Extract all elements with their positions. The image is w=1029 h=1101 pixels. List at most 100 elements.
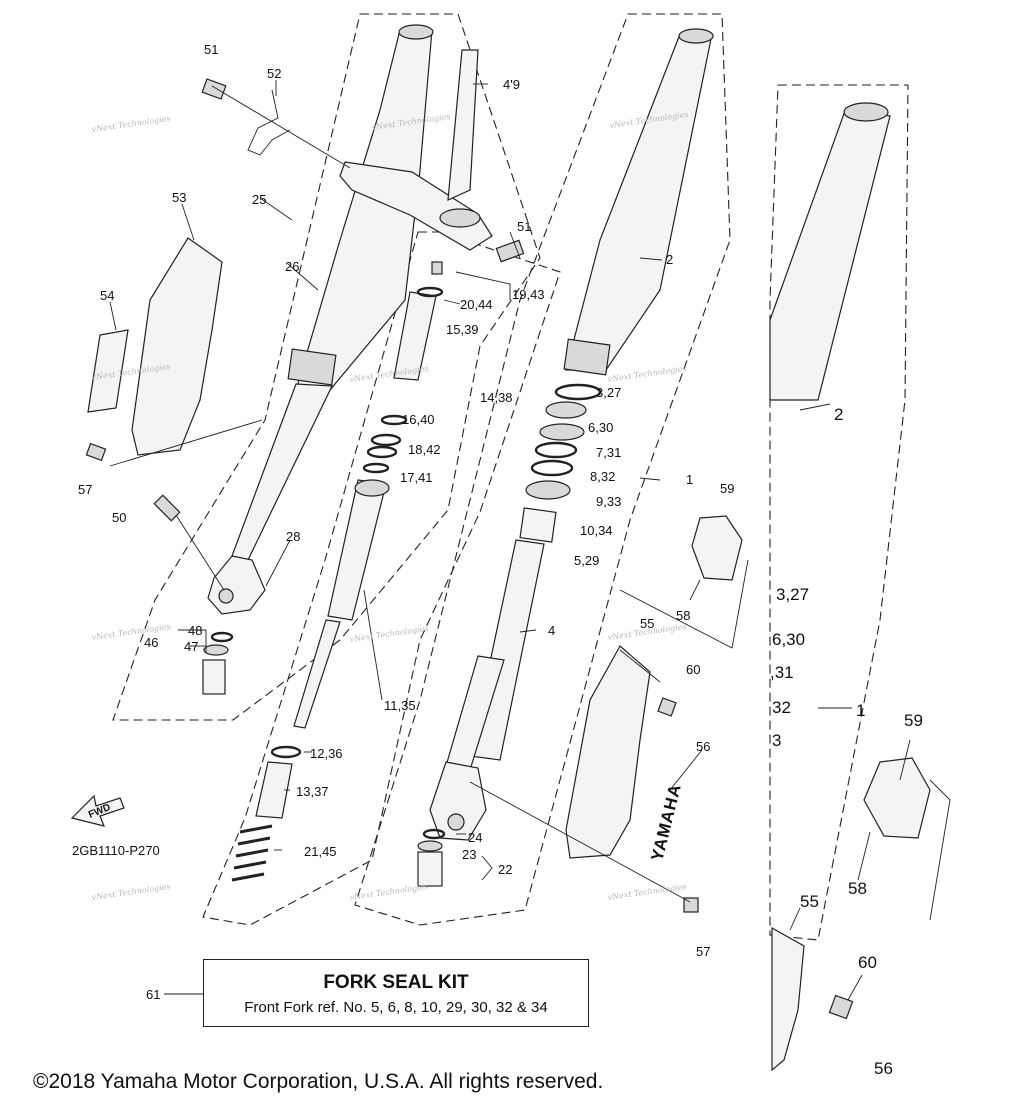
callout: 55 (800, 892, 819, 911)
guard-56 (565, 645, 651, 859)
callout: 58 (676, 608, 690, 623)
callout: 2 (666, 252, 673, 267)
bushing-3-27 (554, 383, 602, 401)
ring-18-42b (366, 445, 398, 459)
callout: 22 (498, 862, 512, 877)
callout: 1 (856, 701, 865, 720)
callout: 58 (848, 879, 867, 898)
callout: 16,40 (402, 412, 435, 427)
triple-clamp-bore (439, 208, 481, 228)
callout: 59 (904, 711, 923, 730)
callout: 11,35 (384, 698, 416, 713)
guard-55-right (771, 926, 805, 1072)
spring-seat-13-37 (255, 761, 293, 819)
fork-seal-kit-box: FORK SEAL KIT Front Fork ref. No. 5, 6, … (203, 959, 589, 1027)
seal-8-32 (534, 441, 578, 459)
callout: 8,32 (590, 469, 615, 484)
watermark-12: vNext Technologies (607, 882, 687, 902)
axle-hole-28 (218, 588, 234, 604)
watermark-7: vNext Technologies (91, 622, 171, 642)
callout: 2 (834, 405, 843, 424)
callout: ,31 (770, 663, 794, 682)
ring-16-40 (380, 414, 408, 426)
callout: 14,38 (480, 390, 513, 405)
damper-rod (293, 619, 341, 729)
watermark-10: vNext Technologies (91, 882, 171, 902)
outer-tube-top-2 (678, 28, 714, 44)
callout: 4 (548, 623, 555, 638)
outer-tube-band-26 (287, 348, 337, 386)
callout: 54 (100, 288, 114, 303)
callout: 10,34 (580, 523, 613, 538)
callout: 47 (184, 639, 198, 654)
bracket-52 (247, 89, 291, 156)
watermark-8: vNext Technologies (349, 624, 429, 644)
callout: 6,30 (588, 420, 613, 435)
bracket-59-right (863, 757, 931, 839)
callout: 24 (468, 830, 482, 845)
callout: 50 (112, 510, 126, 525)
callout: 3,27 (596, 385, 621, 400)
washer-48 (210, 631, 234, 643)
decal-54 (87, 329, 129, 413)
callout: 25 (252, 192, 266, 207)
callout: 18,42 (408, 442, 441, 457)
outer-tube-2-right (769, 107, 891, 401)
group-outline-11 (202, 231, 561, 926)
callout: 28 (286, 529, 300, 544)
washer-7-31 (539, 423, 585, 441)
callout: 23 (462, 847, 476, 862)
outer-tube-band-2 (563, 338, 611, 376)
callout: 1 (686, 472, 693, 487)
callout: 7,31 (596, 445, 621, 460)
cartridge-cap (354, 479, 390, 497)
callout: 60 (858, 953, 877, 972)
group-outline-1 (354, 13, 731, 926)
callout: 3,27 (776, 585, 809, 604)
callout: 60 (686, 662, 700, 677)
bolt-50 (153, 494, 181, 522)
cartridge-tube-11 (327, 479, 387, 621)
bolt-51-right (495, 239, 525, 263)
callout: 61 (146, 987, 160, 1002)
bolt-51 (201, 78, 227, 100)
callout: 26 (285, 259, 299, 274)
group-outline-1-right (769, 84, 909, 941)
callout: 3 (772, 731, 781, 750)
bolt-57-left (85, 442, 107, 462)
watermark-1: vNext Technologies (91, 114, 171, 134)
kit-title: FORK SEAL KIT (323, 972, 469, 993)
callout: 46 (144, 635, 158, 650)
outer-tube-top-2-right (843, 102, 889, 122)
callout: 53 (172, 190, 186, 205)
watermark-5: vNext Technologies (349, 364, 429, 384)
callout: 20,44 (460, 297, 493, 312)
callout: 5,29 (574, 553, 599, 568)
washer-24 (422, 828, 446, 840)
diagram-code: 2GB1110-P270 (72, 843, 160, 858)
callout: 48 (188, 623, 202, 638)
dust-seal-10-34 (525, 480, 571, 500)
axle-hole-right (447, 813, 465, 831)
callout: 4'9 (503, 77, 520, 92)
nut-60-right (828, 994, 854, 1020)
steering-stem-49 (447, 49, 479, 201)
ring-20-44 (416, 286, 444, 298)
callout: 56 (696, 739, 710, 754)
watermark-6: vNext Technologies (607, 364, 687, 384)
leader-lines (109, 80, 951, 1001)
guard-53 (131, 237, 223, 456)
seal-6-30 (545, 401, 587, 419)
axle-bracket-28 (207, 555, 266, 615)
triple-clamp (339, 161, 493, 251)
callout: 57 (78, 482, 92, 497)
washer-47 (203, 644, 229, 656)
oring-12-36 (270, 745, 302, 759)
ring-18-42 (370, 433, 402, 447)
washer-23 (417, 840, 443, 852)
fwd-arrow-icon: FWD (70, 794, 125, 827)
outer-tube-2 (565, 33, 713, 371)
copyright-notice: ©2018 Yamaha Motor Corporation, U.S.A. A… (33, 1070, 604, 1093)
axle-bracket-right (429, 761, 487, 841)
watermark-11: vNext Technologies (349, 882, 429, 902)
